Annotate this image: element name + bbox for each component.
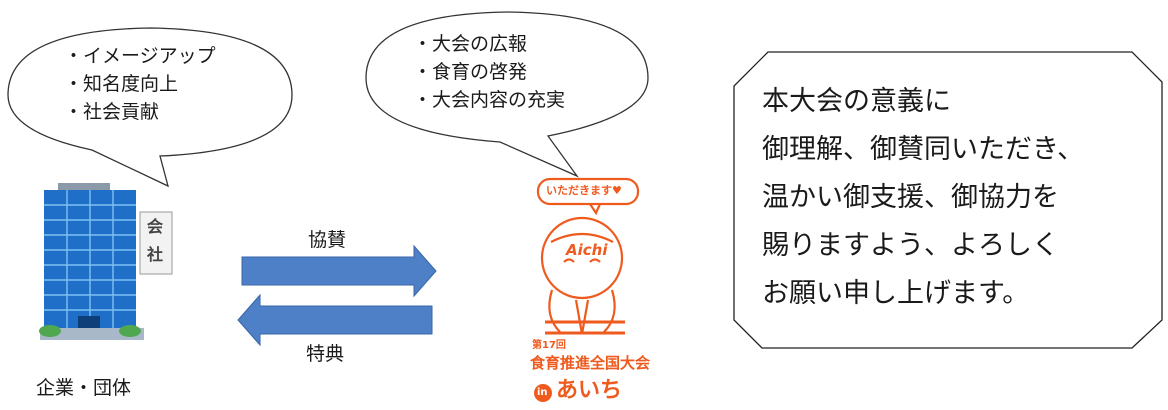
- building-sign-char: 社: [147, 245, 164, 264]
- message-line: 本大会の意義に: [762, 86, 951, 117]
- event-place: あいち: [556, 378, 623, 403]
- company-benefit-item: ・知名度向上: [64, 73, 179, 95]
- event-benefits-list: ・大会の広報 ・食育の啓発 ・大会内容の充実: [413, 30, 565, 114]
- event-speech-bubble: [365, 11, 649, 178]
- event-benefit-item: ・食育の啓発: [413, 61, 528, 83]
- mascot-logo-art: [534, 177, 640, 402]
- company-speech-bubble: [7, 27, 293, 188]
- message-line: 温かい御支援、御協力を: [762, 182, 1059, 213]
- event-title: 食育推進全国大会: [530, 354, 651, 372]
- company-benefits-list: ・イメージアップ ・知名度向上 ・社会貢献: [64, 42, 216, 126]
- company-building-icon: [39, 183, 173, 340]
- benefit-arrow: [237, 293, 433, 347]
- in-mark: in: [537, 387, 548, 398]
- message-line: 賜りますよう、よろしく: [762, 230, 1059, 261]
- event-benefit-item: ・大会の広報: [413, 33, 528, 55]
- building-sign-char: 会: [147, 217, 164, 236]
- message-line: お願い申し上げます。: [762, 278, 1030, 309]
- company-benefit-item: ・イメージアップ: [64, 45, 216, 67]
- message-box: [733, 51, 1163, 349]
- sponsor-label: 協賛: [308, 229, 347, 251]
- message-line: 御理解、御賛同いただき、: [762, 134, 1085, 165]
- event-benefit-item: ・大会内容の充実: [413, 89, 566, 111]
- sponsor-arrow: [241, 244, 437, 298]
- message-text: 本大会の意義に 御理解、御賛同いただき、 温かい御支援、御協力を 賜りますよう、…: [762, 78, 1084, 318]
- mascot-speech-text: いただきます♥: [546, 184, 622, 197]
- company-benefit-item: ・社会貢献: [64, 101, 160, 123]
- company-caption: 企業・団体: [36, 377, 132, 399]
- event-edition: 第17回: [532, 340, 566, 351]
- mascot-head-text: Aichi: [566, 241, 608, 259]
- benefit-label: 特典: [306, 343, 345, 365]
